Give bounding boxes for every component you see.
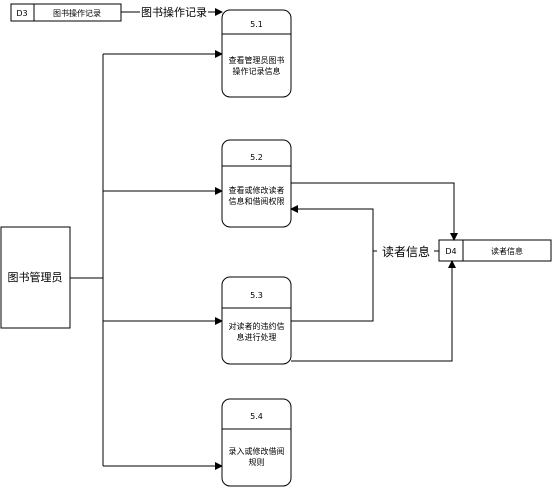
process-5-2-id: 5.2	[250, 153, 263, 162]
entity-label: 图书管理员	[8, 270, 63, 284]
process-5-3-id: 5.3	[250, 291, 263, 300]
process-5-2-line-2: 信息和借阅权限	[229, 196, 285, 206]
process-5-3-line-2: 息进行处理	[237, 332, 277, 342]
process-5-1[interactable]: 5.1 查看管理员图书 操作记录信息	[221, 9, 292, 98]
flow-d4-reader-info: 读者信息	[290, 205, 439, 322]
data-store-d3[interactable]: D3 图书操作记录	[10, 3, 122, 22]
process-5-4-id: 5.4	[250, 412, 263, 421]
store-d4-id: D4	[445, 247, 456, 256]
process-5-4-line-1: 录入或修改借阅	[229, 446, 285, 456]
flow-5-3-to-d4	[291, 260, 456, 362]
process-5-1-line-1: 查看管理员图书	[229, 55, 285, 65]
store-d3-id: D3	[16, 9, 27, 18]
flow-5-2-to-d4	[291, 182, 458, 241]
flow-d3-to-5-1: 图书操作记录	[121, 5, 223, 19]
process-5-3[interactable]: 5.3 对读者的违约信 息进行处理	[221, 276, 292, 365]
external-entity-librarian[interactable]: 图书管理员	[0, 226, 71, 329]
store-d3-name: 图书操作记录	[53, 8, 101, 18]
entity-flow-bus	[70, 50, 223, 470]
process-5-1-line-2: 操作记录信息	[233, 66, 281, 76]
process-5-3-line-1: 对读者的违约信	[229, 321, 285, 331]
flow-label-reader-info: 读者信息	[382, 244, 430, 259]
data-store-d4[interactable]: D4 读者信息	[438, 239, 552, 262]
process-5-4[interactable]: 5.4 录入或修改借阅 规则	[221, 398, 292, 487]
process-5-4-line-2: 规则	[249, 457, 265, 467]
process-5-2-line-1: 查看或修改读者	[229, 185, 285, 195]
store-d4-name: 读者信息	[491, 246, 523, 256]
process-5-2[interactable]: 5.2 查看或修改读者 信息和借阅权限	[221, 139, 292, 228]
process-5-1-id: 5.1	[250, 20, 263, 29]
flow-label-operation-records: 图书操作记录	[141, 5, 207, 19]
